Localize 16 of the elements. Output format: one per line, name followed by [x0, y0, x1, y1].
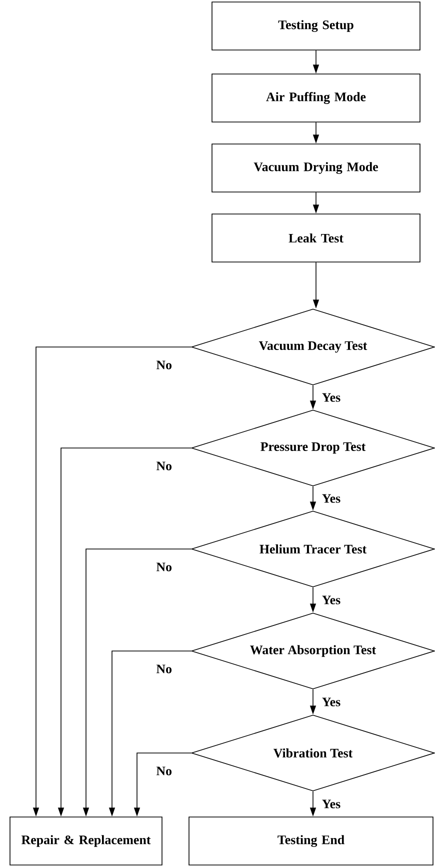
edge-label: No [154, 460, 174, 472]
process-box: Air Puffing Mode [212, 74, 420, 122]
process-box: Testing End [188, 816, 434, 866]
process-box: Repair & Replacement [10, 816, 162, 866]
process-box: Leak Test [212, 214, 420, 262]
edge-label: No [154, 663, 174, 675]
edge-label: Yes [320, 798, 342, 810]
edge-label: Yes [320, 392, 342, 404]
edge-label: Yes [320, 492, 342, 504]
edge-label: Yes [320, 696, 342, 708]
process-box: Testing Setup [212, 2, 420, 50]
process-box: Vacuum Drying Mode [212, 144, 420, 192]
edge-label: No [154, 561, 174, 573]
edge-label: Yes [320, 594, 342, 606]
edge-label: No [154, 359, 174, 371]
edge-label: No [154, 765, 174, 777]
